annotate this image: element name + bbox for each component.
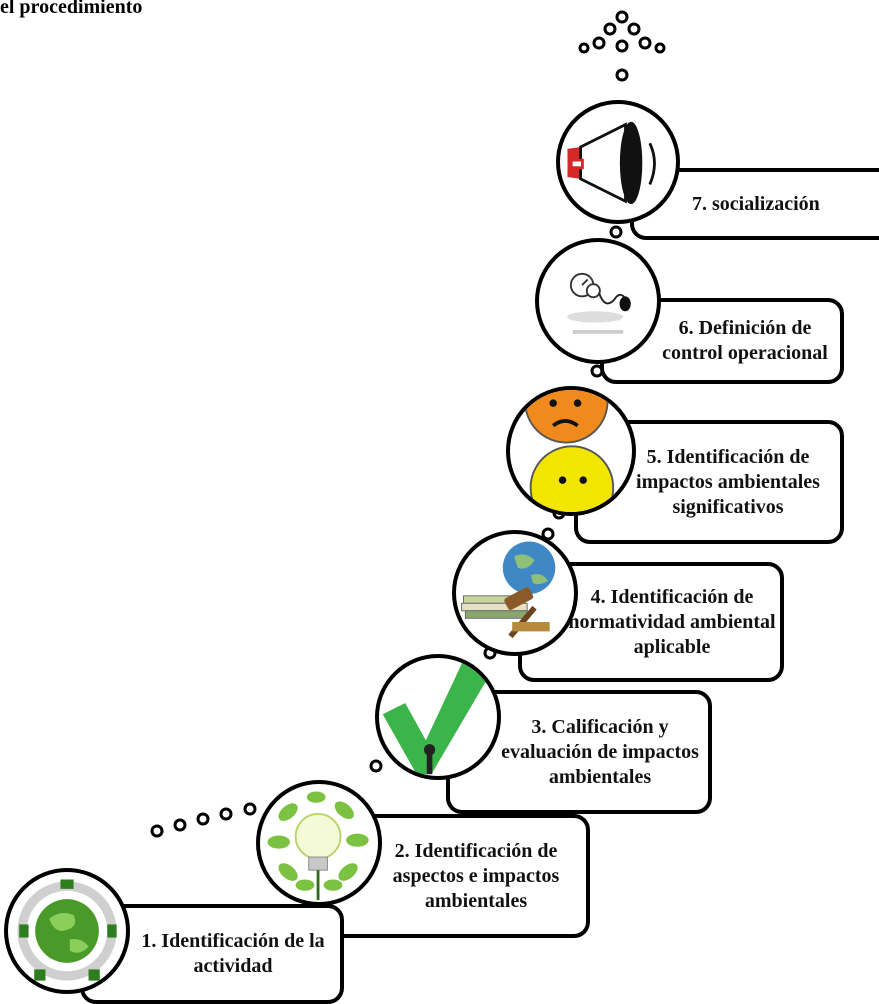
dot: [578, 42, 590, 54]
step-5-label: 5. Identificación de impactos ambientale…: [636, 445, 820, 518]
step-6-circle: [535, 238, 661, 364]
dot: [219, 807, 233, 821]
step-7-label: 7. socialización: [692, 192, 820, 215]
step-3-circle: [375, 654, 501, 780]
step-2-circle: [256, 780, 382, 906]
step-2-label: 2. Identificación de aspectos e impactos…: [392, 839, 560, 912]
checkmark-icon: [382, 658, 496, 775]
step-1-label: 1. Identificación de la actividad: [141, 930, 325, 977]
globe-gavel-books-icon: [461, 541, 556, 639]
step-7-circle: [556, 100, 680, 224]
dot: [150, 824, 164, 838]
step-1-circle: [4, 868, 130, 994]
step-5-circle: [506, 386, 636, 516]
dot: [196, 812, 210, 826]
gauge-icon: [567, 272, 631, 334]
dot: [369, 759, 383, 773]
megaphone-icon: [567, 121, 656, 205]
faces-icon: [524, 390, 615, 512]
dot: [603, 22, 617, 36]
lightbulb-leaves-icon: [267, 791, 369, 901]
dot: [173, 818, 187, 832]
dot: [638, 36, 652, 50]
diagram-title: el procedimiento: [0, 0, 143, 18]
dot: [609, 225, 623, 239]
step-3-label: 3. Calificación y evaluación de impactos…: [501, 715, 699, 788]
dot: [615, 68, 629, 82]
globe-recycle-icon: [17, 879, 117, 981]
step-4-circle: [452, 530, 578, 656]
dot: [243, 802, 257, 816]
dot: [627, 22, 641, 36]
step-6-label: 6. Definición de control operacional: [662, 317, 828, 364]
dot: [654, 42, 666, 54]
step-4-label: 4. Identificación de normatividad ambien…: [568, 585, 776, 658]
dot: [592, 36, 606, 50]
dot: [615, 10, 629, 24]
dot: [615, 39, 629, 53]
